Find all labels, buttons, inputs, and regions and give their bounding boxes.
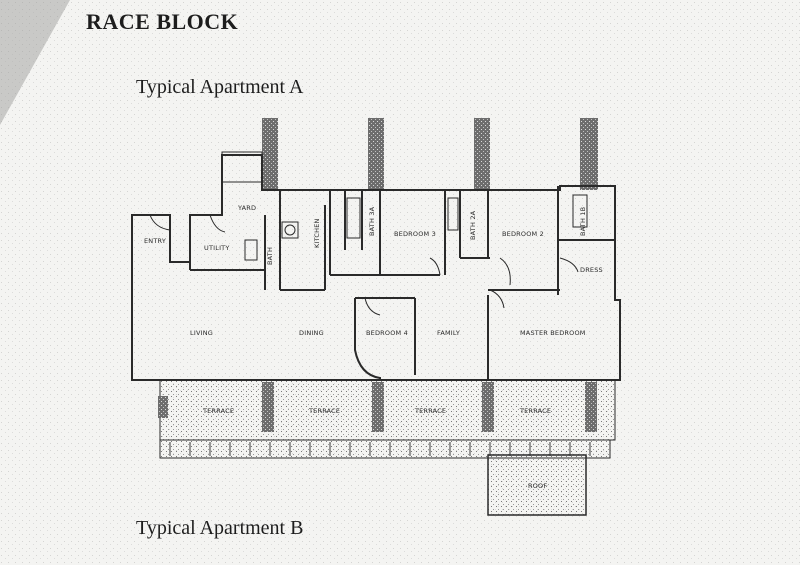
- label-utility: UTILITY: [204, 244, 230, 252]
- terrace-band: [160, 380, 615, 440]
- label-terrace-1: TERRACE: [202, 407, 234, 415]
- caption-apartment-b: Typical Apartment B: [136, 517, 304, 539]
- terrace-divider: [262, 382, 274, 432]
- balustrade: [159, 439, 611, 459]
- bathtub: [447, 197, 459, 231]
- label-master-bedroom: MASTER BEDROOM: [520, 329, 586, 337]
- balustrade-posts: [169, 442, 591, 456]
- label-kitchen: KITCHEN: [313, 218, 321, 248]
- label-bath-left: BATH 3A: [368, 206, 376, 236]
- page-header: RACE BLOCK: [86, 9, 239, 34]
- yard-block: [221, 151, 263, 183]
- outer-wall: [131, 154, 621, 381]
- terrace-divider: [585, 382, 597, 432]
- door-swing: [209, 214, 226, 233]
- label-dining: DINING: [299, 329, 324, 337]
- label-terrace-2: TERRACE: [308, 407, 340, 415]
- terrace-divider: [482, 382, 494, 432]
- bathtub: [572, 194, 588, 228]
- shaft-2: [368, 118, 384, 190]
- label-roof: ROOF: [528, 482, 547, 490]
- label-bath-mid: BATH 2A: [469, 210, 477, 240]
- label-yard: YARD: [237, 204, 256, 212]
- washer: [281, 221, 299, 239]
- label-dress: DRESS: [580, 266, 603, 274]
- label-terrace-4: TERRACE: [519, 407, 551, 415]
- terrace-divider: [372, 382, 384, 432]
- door-swing: [364, 297, 381, 316]
- door-swing: [499, 257, 511, 286]
- shaft-1: [262, 118, 278, 190]
- shaft-4: [580, 118, 598, 190]
- door-swing: [559, 257, 579, 273]
- door-swing: [149, 214, 171, 231]
- label-bath-yard: BATH: [266, 247, 274, 265]
- label-entry: ENTRY: [144, 237, 166, 245]
- bedroom-4-wall: [354, 298, 381, 380]
- label-bedroom-3: BEDROOM 3: [394, 230, 436, 238]
- label-terrace-3: TERRACE: [414, 407, 446, 415]
- label-bath-right: BATH 1B: [579, 207, 587, 236]
- shaft-3: [474, 118, 490, 190]
- label-bedroom-4: BEDROOM 4: [366, 329, 408, 337]
- label-family: FAMILY: [437, 329, 460, 337]
- door-swing: [429, 257, 441, 276]
- roof-box: [487, 454, 587, 516]
- label-bedroom-2: BEDROOM 2: [502, 230, 544, 238]
- caption-apartment-a: Typical Apartment A: [136, 76, 304, 98]
- washer-drum: [284, 224, 296, 236]
- fixture: [244, 239, 258, 261]
- label-living: LIVING: [190, 329, 213, 337]
- door-swing: [489, 289, 505, 309]
- bathtub: [346, 197, 361, 239]
- terrace-divider: [158, 396, 168, 418]
